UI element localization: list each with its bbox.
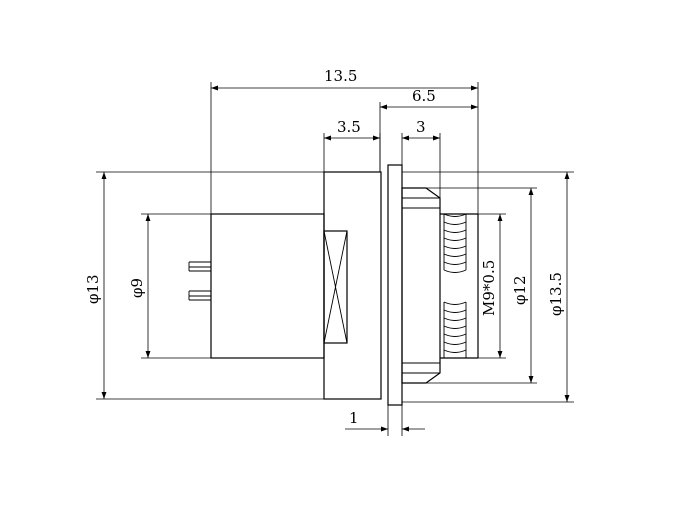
rear-body <box>210 213 325 359</box>
dim-overall-length-label: 13.5 <box>324 67 357 85</box>
dim-thread-spec: M9*0.5 <box>478 213 506 359</box>
hex-nut <box>401 187 441 384</box>
contact-pins <box>188 261 211 301</box>
thread <box>440 213 479 359</box>
dim-nut-diameter-label: φ12 <box>511 275 529 305</box>
dim-washer-diameter-label: φ13.5 <box>547 272 565 316</box>
dim-panel-thickness: 1 <box>345 405 425 436</box>
dim-nut-diameter: φ12 <box>426 187 537 384</box>
dim-insert-diameter: φ9 <box>128 213 211 359</box>
dim-overall-length: 13.5 <box>210 67 479 214</box>
dim-panel-thickness-label: 1 <box>349 409 359 427</box>
dim-body-diameter-label: φ13 <box>84 274 102 304</box>
dim-thread-length-label: 6.5 <box>412 87 436 105</box>
panel <box>387 164 403 406</box>
dim-washer-diameter: φ13.5 <box>402 171 574 403</box>
dim-nut-width-label: 3 <box>416 118 426 136</box>
flange <box>323 171 382 400</box>
dim-flange-offset-label: 3.5 <box>337 118 361 136</box>
dim-thread-spec-label: M9*0.5 <box>480 260 498 316</box>
connector-body <box>188 164 479 406</box>
dim-insert-diameter-label: φ9 <box>128 278 146 298</box>
seal-ring <box>323 230 348 344</box>
dim-flange-offset: 3.5 <box>323 118 381 172</box>
dim-nut-width: 3 <box>401 118 441 198</box>
dim-thread-length: 6.5 <box>379 87 478 172</box>
dim-body-diameter: φ13 <box>84 171 324 400</box>
